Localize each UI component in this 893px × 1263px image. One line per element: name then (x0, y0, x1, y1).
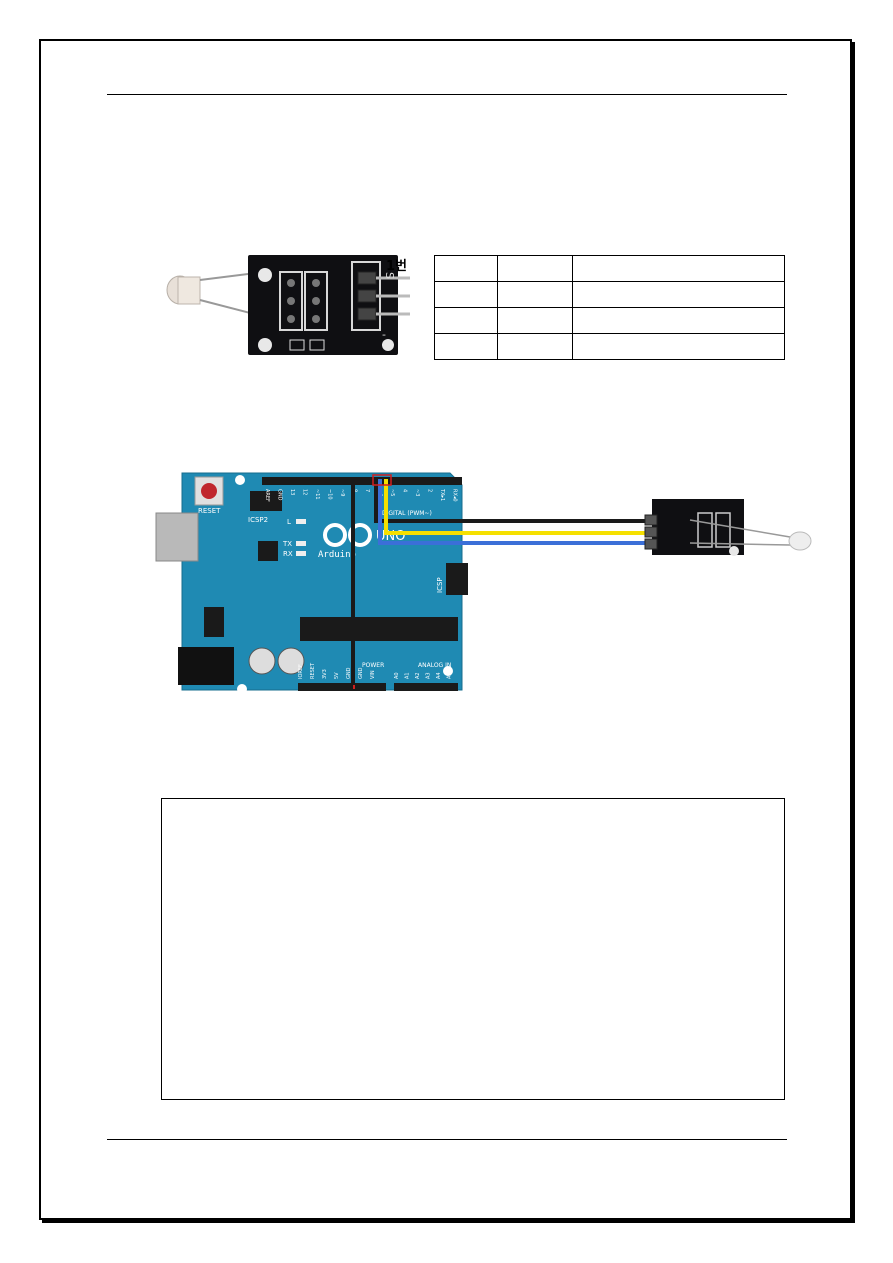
pin-label: GND (277, 489, 283, 501)
power-jack (178, 647, 234, 685)
table-cell (497, 281, 573, 308)
table-cell (572, 333, 785, 360)
pin-label: VIN (370, 670, 376, 679)
pin-label: ~10 (327, 489, 333, 500)
ir-led-module-photo: S - (166, 255, 410, 355)
table-cell (497, 307, 573, 334)
table-row (434, 307, 785, 334)
analog-header (394, 683, 458, 691)
pin1-label: 1번 (386, 259, 408, 274)
table-row (434, 281, 785, 308)
pin-label: AREF (264, 489, 270, 502)
pin-label: RX◂0 (452, 489, 458, 502)
table-cell (497, 255, 573, 282)
table-row (434, 333, 785, 360)
led-rx-label: RX (283, 550, 293, 558)
digital-label: DIGITAL (PWM~) (382, 510, 432, 517)
pin-label: A4 (436, 672, 442, 679)
ground-wire (374, 479, 645, 523)
page-frame (39, 39, 852, 1220)
pin-label: 7 (364, 489, 370, 492)
table-cell (572, 307, 785, 334)
pin-label: A1 (405, 672, 411, 679)
reset-label: RESET (198, 507, 221, 515)
pin-label: 4 (402, 489, 408, 492)
wiring-diagram: RESET ICSP2 L TX RX Arduino UNO ICSP DIG… (155, 472, 812, 694)
footer-rule (107, 1139, 787, 1140)
table-cell (434, 333, 498, 360)
vcc-wire (378, 479, 645, 545)
pin-table (434, 255, 785, 360)
pin-label: 12 (302, 489, 308, 495)
table-cell (572, 255, 785, 282)
usb-jack (155, 512, 199, 562)
power-pin-labels: IOREF RESET 3V3 5V GND GND VIN (298, 662, 376, 679)
arduino-brand: Arduino (318, 550, 356, 560)
pin-label: ~9 (339, 489, 345, 496)
table-row (434, 255, 785, 282)
digital-header (262, 477, 462, 485)
power-label: POWER (362, 662, 384, 669)
pin-label: 3V3 (322, 669, 328, 679)
analog-label: ANALOG IN (418, 662, 451, 669)
table-cell (434, 255, 498, 282)
pin-label: TX▸1 (439, 488, 445, 501)
icsp-label: ICSP (436, 577, 444, 593)
table-cell (434, 307, 498, 334)
table-cell (572, 281, 785, 308)
table-cell (497, 333, 573, 360)
signal-wire (384, 479, 645, 535)
pin-label: A2 (415, 672, 421, 679)
pin-label: A0 (394, 672, 400, 679)
pin-label: 5V (334, 672, 340, 679)
pin-label: ~3 (414, 489, 420, 496)
pin-label: GND (346, 667, 352, 679)
power-header (298, 683, 386, 691)
ground-pin-mark: - (382, 328, 386, 341)
code-box (161, 798, 785, 1100)
pin-label: A5 (447, 672, 453, 679)
led-tx-label: TX (282, 540, 292, 548)
pin-label: ~5 (389, 489, 395, 496)
pin-label: A3 (426, 672, 432, 679)
icsp2-label: ICSP2 (248, 516, 268, 524)
pin-label: IOREF (298, 664, 304, 679)
table-cell (434, 281, 498, 308)
pin-label: 2 (427, 489, 433, 492)
analog-pin-labels: A0 A1 A2 A3 A4 A5 (394, 672, 453, 679)
pin-label: RESET (310, 662, 316, 679)
signal-pin-mark: S (383, 272, 396, 279)
pin-label: GND (358, 667, 364, 679)
pin-label: ~11 (314, 489, 320, 500)
pin-label: 13 (289, 489, 295, 495)
led-l-label: L (287, 518, 291, 526)
header-rule (107, 94, 787, 95)
